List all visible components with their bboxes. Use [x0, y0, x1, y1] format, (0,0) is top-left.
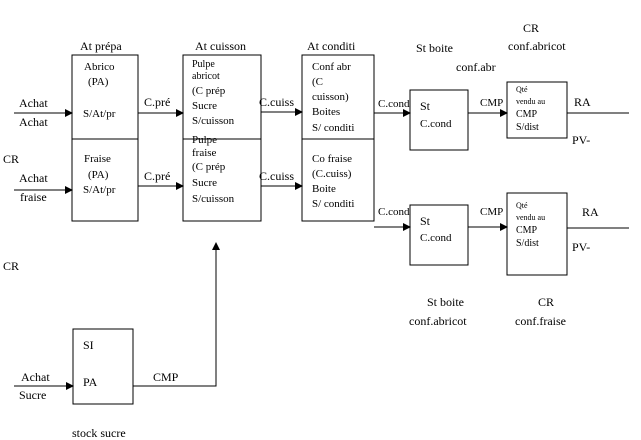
box-cuisson-abricot [182, 54, 262, 140]
prepa-fraise-sat: S/At/pr [83, 184, 116, 196]
cuisson-abricot-l1: Pulpe [192, 59, 215, 70]
flow-cmp-2: CMP [480, 206, 503, 218]
conditi-abricot-l5: S/ conditi [312, 122, 354, 134]
qte-fraise-l4: S/dist [516, 238, 539, 249]
label-achat-3: Achat [19, 171, 48, 185]
box-conditi-abricot [301, 54, 375, 140]
cuisson-abricot-l3: (C prép [192, 85, 226, 97]
conditi-abricot-l2: (C [312, 76, 323, 88]
header-conf-abricot: conf.abricot [508, 39, 566, 53]
stboite-abricot-st: St [420, 99, 431, 113]
bottom-conf-fraise: conf.fraise [515, 314, 566, 328]
right-ra-1: RA [574, 95, 591, 109]
conditi-abricot-l1: Conf abr [312, 61, 351, 73]
right-pv-1: PV- [572, 133, 590, 147]
header-at-cuisson: At cuisson [195, 39, 246, 53]
conditi-fraise-l1: Co fraise [312, 153, 352, 165]
cuisson-fraise-l1: Pulpe [192, 134, 217, 146]
cuisson-fraise-l3: (C prép [192, 161, 226, 173]
stboite-fraise-st: St [420, 214, 431, 228]
flow-cmp-1: CMP [480, 97, 503, 109]
qte-abricot-l3: CMP [516, 109, 538, 120]
arrow-cmp-sucre [133, 242, 220, 387]
label-stock-sucre: stock sucre [72, 426, 126, 440]
qte-abricot-l4: S/dist [516, 122, 539, 133]
flow-ccond-2: C.cond [378, 206, 410, 218]
bottom-st-boite: St boite [427, 295, 464, 309]
qte-abricot-l1: Qté [516, 85, 528, 94]
flow-ccuiss-1: C.cuiss [259, 95, 294, 109]
conditi-fraise-l3: Boite [312, 183, 336, 195]
header-conf-abr-clip: conf.abr [456, 60, 496, 74]
cuisson-abricot-l4: Sucre [192, 100, 217, 112]
box-stboite-fraise [409, 204, 469, 266]
label-cr-1: CR [3, 152, 19, 166]
cuisson-abricot-l5: S/cuisson [192, 115, 235, 127]
label-fraise: fraise [20, 190, 47, 204]
conditi-fraise-l4: S/ conditi [312, 198, 354, 210]
flow-cpre-1: C.pré [144, 95, 170, 109]
box-cuisson-fraise [182, 138, 262, 222]
box-qte-fraise [506, 192, 568, 276]
box-stock-sucre [72, 328, 134, 405]
flow-ccuiss-2: C.cuiss [259, 169, 294, 183]
box-prepa-fraise [71, 138, 139, 222]
flow-cmp-3: CMP [153, 370, 179, 384]
qte-fraise-l3: CMP [516, 225, 538, 236]
conditi-fraise-l2: (C.cuiss) [312, 168, 352, 180]
bottom-cr: CR [538, 295, 554, 309]
conditi-abricot-l4: Boites [312, 106, 340, 118]
right-pv-2: PV- [572, 240, 590, 254]
pa-label: PA [83, 375, 98, 389]
conditi-abricot-l3: cuisson) [312, 91, 349, 103]
prepa-abrico-sat: S/At/pr [83, 108, 116, 120]
box-stboite-abricot [409, 89, 469, 151]
prepa-abrico: Abrico [84, 61, 115, 73]
label-sucre: Sucre [19, 388, 46, 402]
header-st-boite: St boite [416, 41, 453, 55]
cuisson-abricot-l2: abricot [192, 71, 220, 82]
right-ra-2: RA [582, 205, 599, 219]
header-at-prepa: At prépa [80, 39, 122, 53]
header-at-conditi: At conditi [307, 39, 356, 53]
prepa-abrico-pa: (PA) [88, 76, 109, 88]
bottom-conf-abricot: conf.abricot [409, 314, 467, 328]
qte-fraise-l2: vendu au [516, 213, 545, 222]
stboite-fraise-ccond: C.cond [420, 232, 452, 244]
cuisson-fraise-l5: S/cuisson [192, 193, 235, 205]
label-achat-1: Achat [19, 96, 48, 110]
stboite-abricot-ccond: C.cond [420, 118, 452, 130]
flow-cpre-2: C.pré [144, 169, 170, 183]
box-conditi-fraise [301, 138, 375, 222]
flow-ccond-1: C.cond [378, 98, 410, 110]
prepa-fraise-pa: (PA) [88, 169, 109, 181]
box-prepa-abricot [71, 54, 139, 140]
label-achat-4: Achat [21, 370, 50, 384]
si-label: SI [83, 338, 94, 352]
label-cr-2: CR [3, 259, 19, 273]
label-achat-2: Achat [19, 115, 48, 129]
cuisson-fraise-l4: Sucre [192, 177, 217, 189]
cuisson-fraise-l2: fraise [192, 147, 217, 159]
qte-abricot-l2: vendu au [516, 97, 545, 106]
header-cr: CR [523, 21, 539, 35]
prepa-fraise: Fraise [84, 153, 111, 165]
qte-fraise-l1: Qté [516, 201, 528, 210]
